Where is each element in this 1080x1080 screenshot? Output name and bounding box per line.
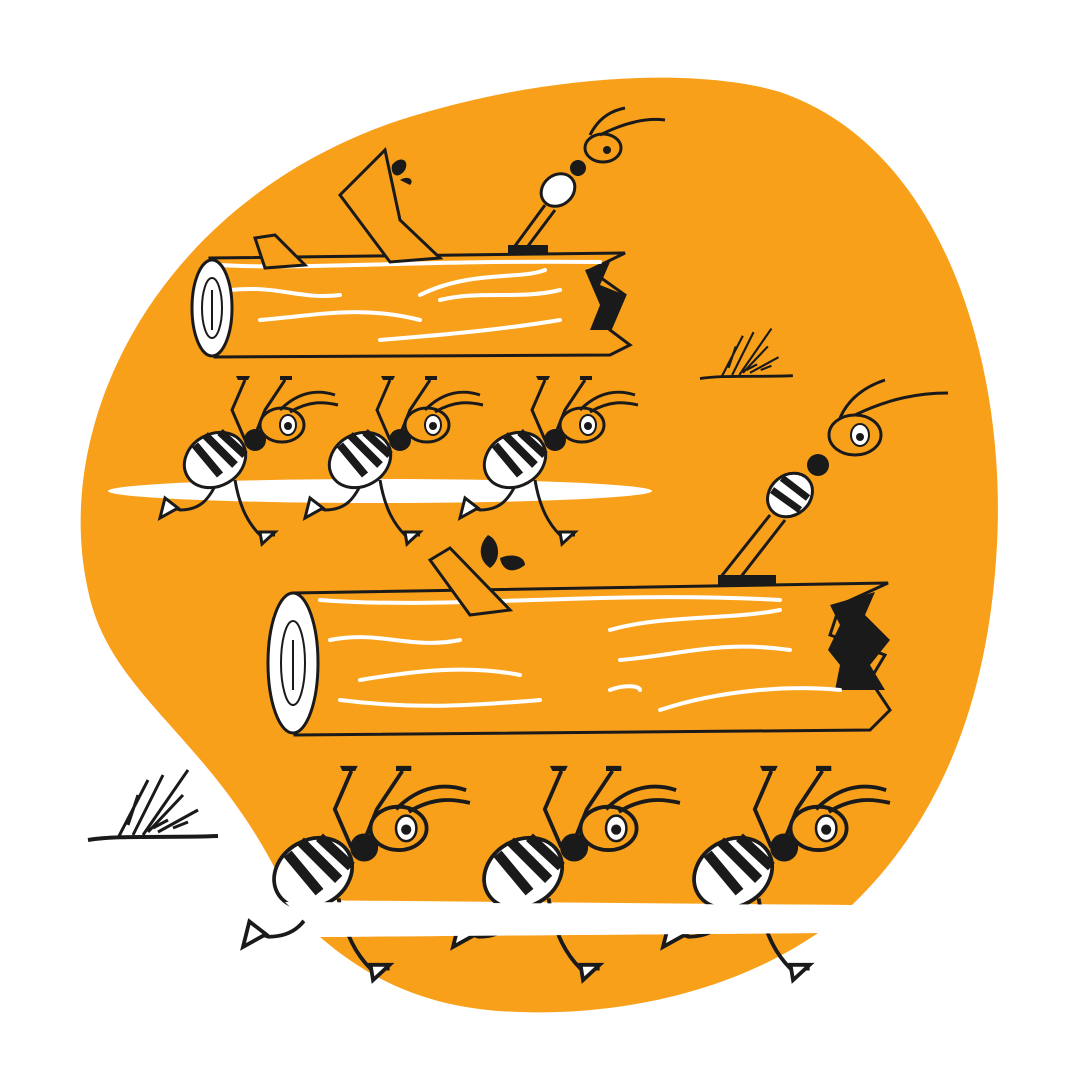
ground-shadow-bottom	[285, 902, 852, 937]
grass-icon	[86, 768, 220, 842]
leaf-icon	[391, 159, 412, 185]
branch-icon	[338, 146, 444, 264]
branch-icon	[427, 546, 514, 617]
log-icon	[266, 535, 892, 737]
leaf-icon	[480, 535, 525, 571]
background-blob-bottom	[320, 933, 818, 1013]
ant-icon	[508, 106, 666, 253]
ant-icon	[718, 378, 949, 585]
log-icon	[190, 146, 633, 359]
